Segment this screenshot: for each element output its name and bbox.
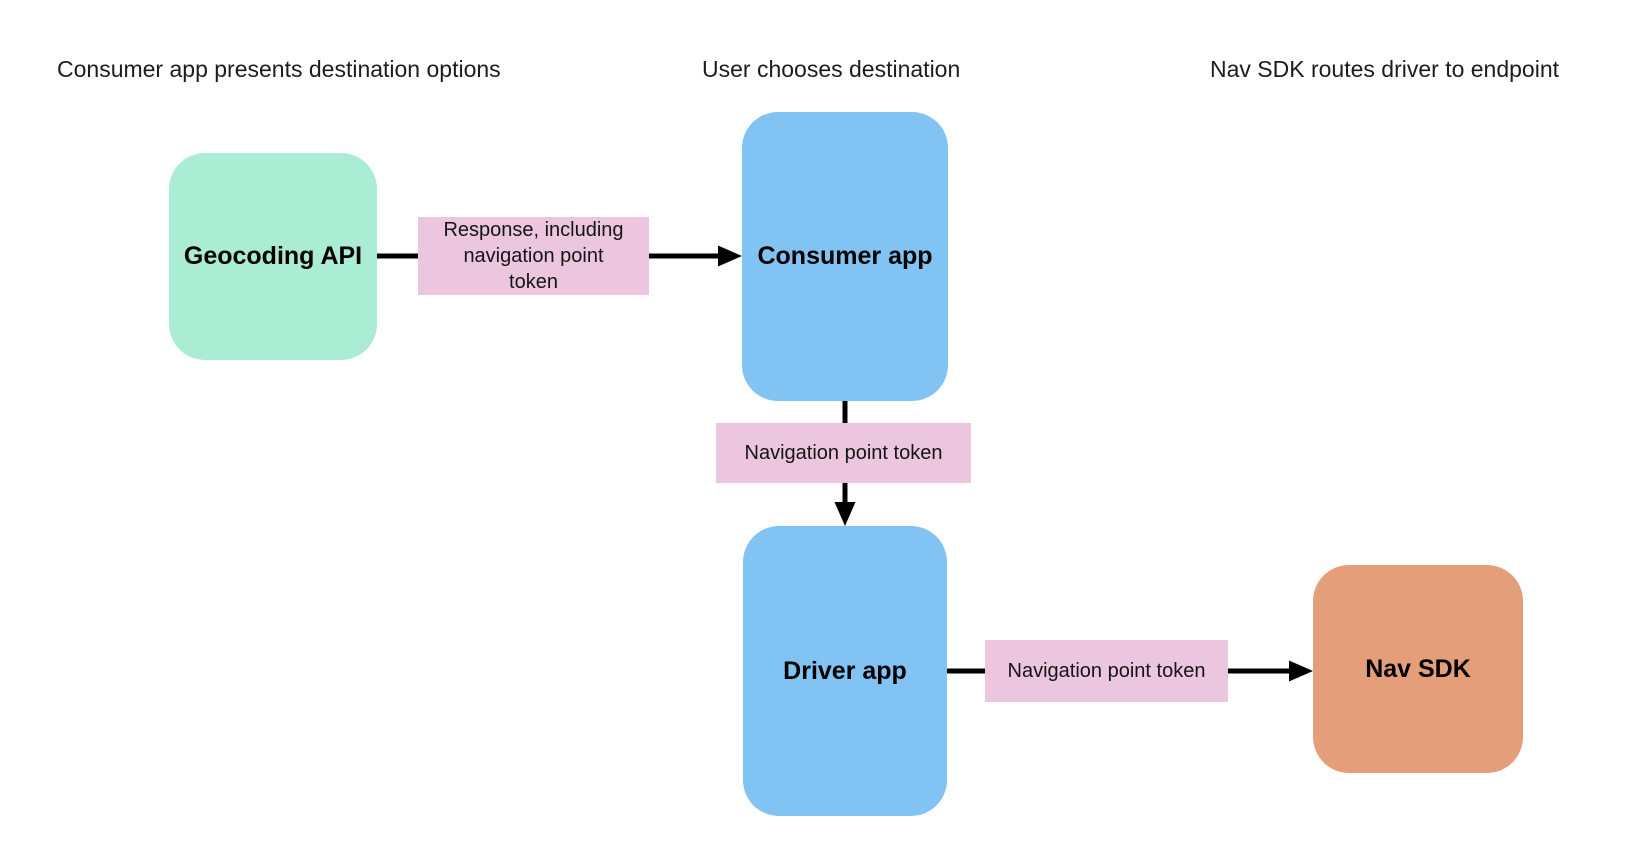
node-driver-app: Driver app xyxy=(743,526,947,816)
column-title-user-chooses: User chooses destination xyxy=(702,56,961,82)
edge-label-navigation-point-token-2: Navigation point token xyxy=(985,640,1228,702)
edge-label-response-including-token: Response, including navigation point tok… xyxy=(418,217,649,295)
edge-label-navigation-point-token-1: Navigation point token xyxy=(716,423,971,483)
column-title-navsdk-routes: Nav SDK routes driver to endpoint xyxy=(1210,56,1560,82)
column-title-consumer-presents: Consumer app presents destination option… xyxy=(57,56,501,82)
node-nav-sdk-label: Nav SDK xyxy=(1365,654,1471,683)
node-driver-app-label: Driver app xyxy=(783,656,907,685)
node-consumer-app: Consumer app xyxy=(742,112,948,401)
node-consumer-app-label: Consumer app xyxy=(757,242,933,270)
node-nav-sdk: Nav SDK xyxy=(1313,565,1523,773)
node-geocoding-api-label: Geocoding API xyxy=(183,242,363,270)
node-geocoding-api: Geocoding API xyxy=(169,153,377,360)
